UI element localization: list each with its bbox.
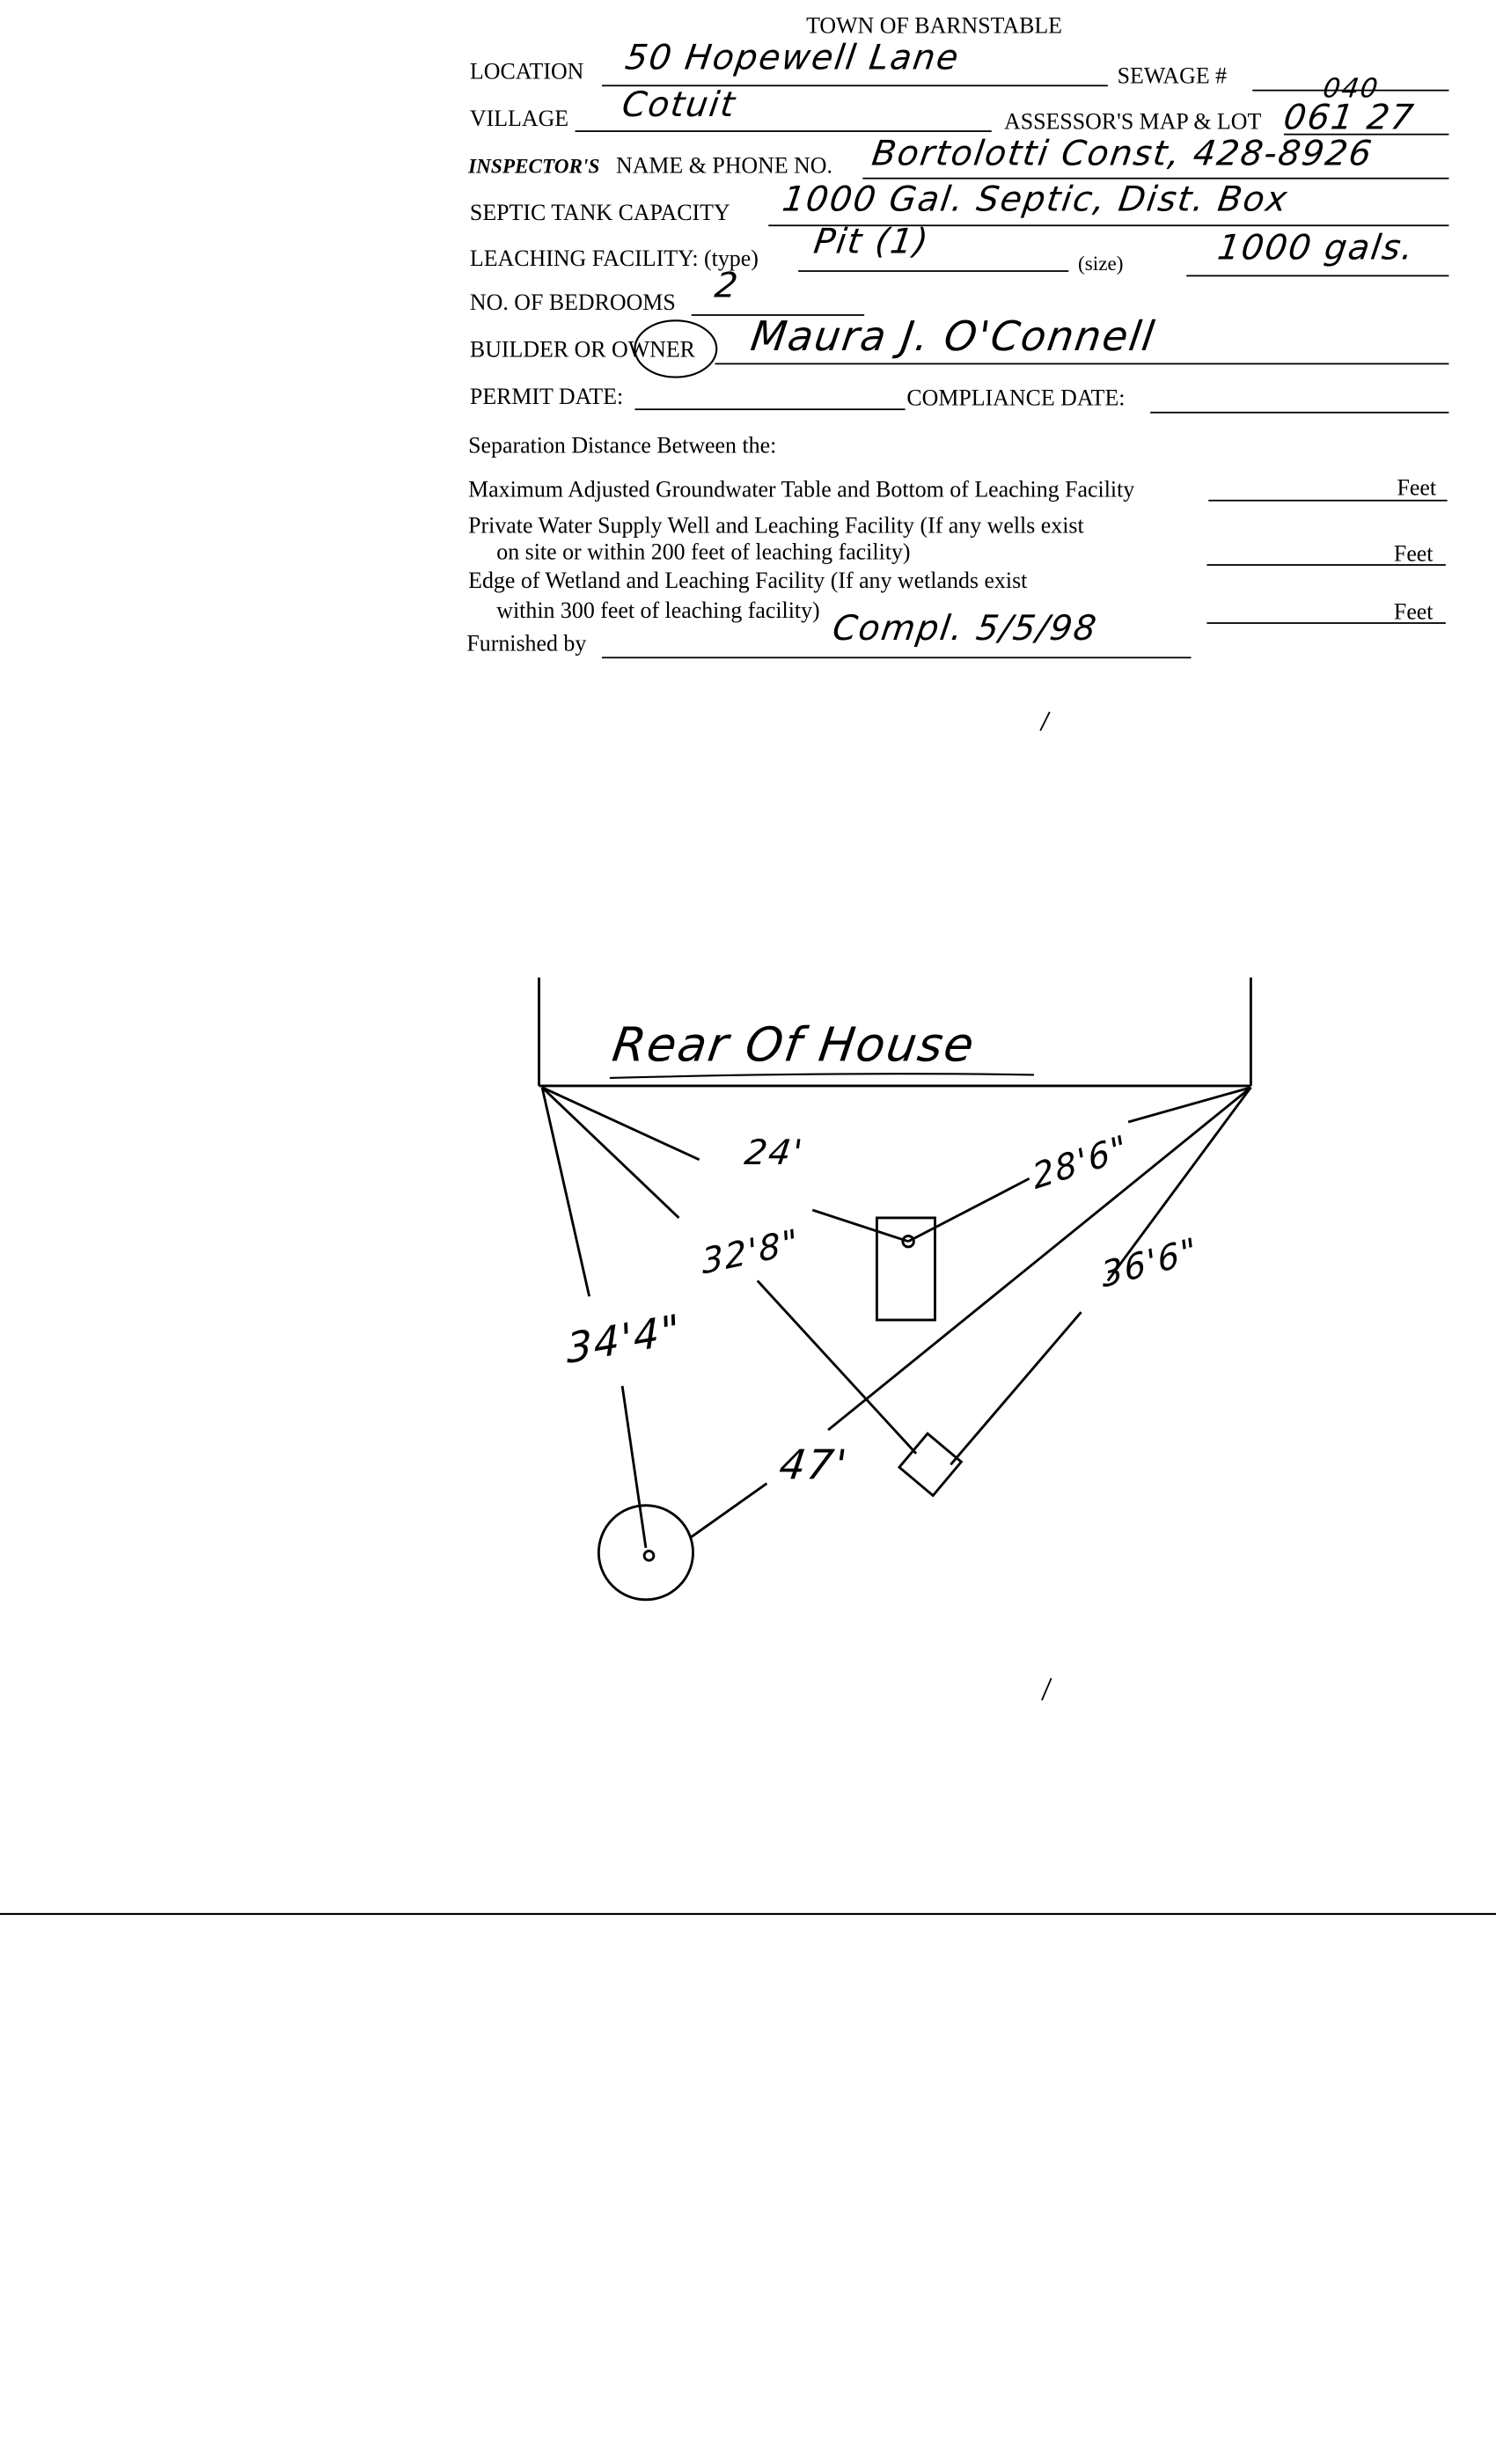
assessor-label: ASSESSOR'S MAP & LOT: [1004, 109, 1262, 136]
separation-groundwater: Maximum Adjusted Groundwater Table and B…: [468, 477, 1135, 503]
distance-24: 24': [742, 1134, 806, 1174]
measure-line: [620, 1385, 648, 1549]
measure-line: [907, 1177, 1030, 1243]
inspector-label: NAME & PHONE NO.: [615, 153, 832, 180]
measure-line: [811, 1208, 909, 1243]
distance-47: 47': [775, 1442, 851, 1490]
wetland-underline: [1206, 622, 1446, 624]
assessor-underline: [1283, 133, 1449, 136]
location-underline: [601, 84, 1108, 87]
groundwater-feet: Feet: [1397, 476, 1437, 502]
septic-tank: [875, 1216, 936, 1322]
wetland-feet: Feet: [1393, 600, 1434, 626]
leaching-pit-center: [642, 1550, 656, 1562]
builder-underline: [715, 363, 1449, 365]
separation-wetland-1: Edge of Wetland and Leaching Facility (I…: [468, 568, 1028, 594]
measure-line: [540, 1087, 591, 1297]
measure-line: [690, 1482, 768, 1538]
sewage-underline: [1252, 89, 1449, 92]
bedrooms-underline: [691, 314, 865, 316]
separation-well-2: on site or within 200 feet of leaching f…: [496, 540, 911, 566]
measure-line: [1106, 1086, 1252, 1282]
separation-well-1: Private Water Supply Well and Leaching F…: [468, 513, 1084, 539]
bedrooms-label: NO. OF BEDROOMS: [469, 290, 676, 316]
sewage-label: SEWAGE #: [1117, 64, 1228, 90]
builder-label: BUILDER OR OWNER: [469, 337, 695, 363]
leaching-label: LEACHING FACILITY: (type): [469, 246, 759, 272]
leaching-pit: [597, 1504, 694, 1602]
inspector-prefix: INSPECTOR'S: [468, 153, 600, 178]
measure-line: [541, 1086, 680, 1219]
distribution-box: [897, 1432, 964, 1498]
village-label: VILLAGE: [469, 106, 569, 132]
furnished-underline: [601, 656, 1192, 659]
size-underline: [1186, 275, 1449, 277]
scan-mark: [1039, 711, 1051, 731]
well-underline: [1206, 564, 1446, 566]
permit-date-underline: [634, 408, 906, 411]
inspector-underline: [862, 177, 1449, 180]
separation-wetland-2: within 300 feet of leaching facility): [496, 598, 820, 624]
compliance-date-label: COMPLIANCE DATE:: [906, 386, 1126, 412]
septic-underline: [768, 224, 1449, 227]
septic-label: SEPTIC TANK CAPACITY: [469, 201, 730, 227]
septic-tank-point: [901, 1235, 915, 1249]
compliance-date-underline: [1150, 411, 1449, 414]
permit-date-label: PERMIT DATE:: [469, 385, 624, 411]
village-underline: [575, 130, 992, 132]
measure-line: [756, 1280, 918, 1455]
house-label: Rear Of House: [609, 1018, 979, 1074]
label-underline: [609, 1073, 1035, 1080]
measure-line: [541, 1086, 700, 1162]
measure-line: [1127, 1086, 1251, 1124]
leaching-type-underline: [798, 270, 1069, 272]
furnished-label: Furnished by: [466, 631, 587, 657]
well-feet: Feet: [1393, 542, 1434, 568]
owner-circle-mark: [634, 319, 718, 378]
measure-line: [950, 1311, 1082, 1466]
separation-heading: Separation Distance Between the:: [468, 433, 777, 459]
groundwater-underline: [1208, 499, 1448, 502]
scan-mark: [1041, 1677, 1052, 1701]
size-label: (size): [1077, 251, 1124, 275]
measure-line: [827, 1086, 1252, 1432]
form-title: TOWN OF BARNSTABLE: [806, 14, 1062, 40]
location-label: LOCATION: [469, 59, 584, 85]
